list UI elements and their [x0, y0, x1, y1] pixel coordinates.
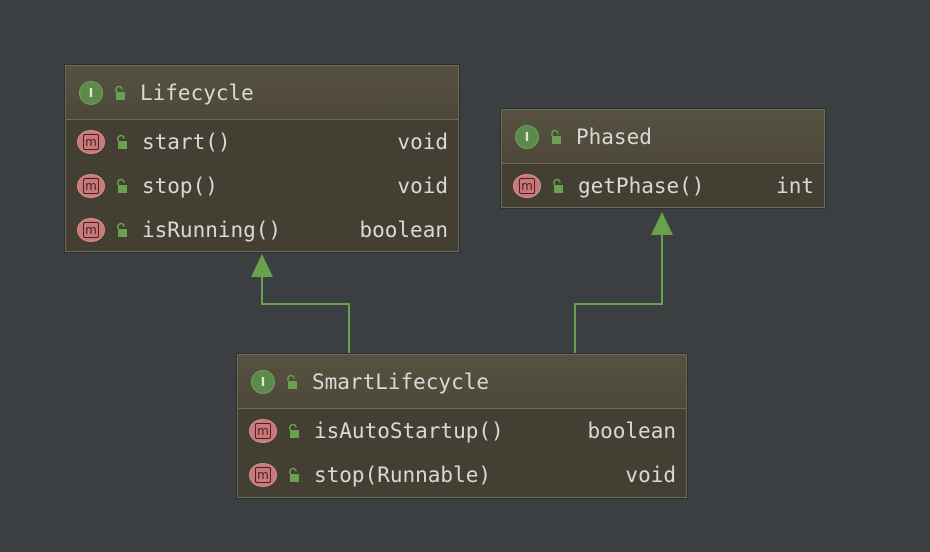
- method-list: m start() void m stop() void m: [66, 120, 458, 252]
- method-name: getPhase(): [578, 174, 705, 198]
- method-icon-letter: m: [519, 178, 535, 194]
- class-header[interactable]: I SmartLifecycle: [238, 355, 686, 409]
- method-name: stop(): [142, 174, 218, 198]
- method-icon: m: [513, 174, 541, 198]
- method-row[interactable]: m stop(Runnable) void: [238, 453, 686, 497]
- method-row[interactable]: m isAutoStartup() boolean: [238, 409, 686, 453]
- public-lock-icon: [289, 423, 299, 438]
- method-icon-letter: m: [83, 134, 99, 150]
- method-list: m isAutoStartup() boolean m stop(Runnabl…: [238, 409, 686, 497]
- method-row[interactable]: m start() void: [66, 120, 458, 164]
- class-node-lifecycle[interactable]: I Lifecycle m start() void m: [65, 65, 459, 252]
- arrowhead-phased: [651, 212, 673, 235]
- class-name: SmartLifecycle: [312, 369, 490, 394]
- method-icon: m: [249, 463, 277, 487]
- arrowhead-lifecycle: [251, 254, 273, 277]
- method-icon-letter: m: [255, 467, 271, 483]
- public-lock-icon: [287, 374, 297, 389]
- method-return-type: void: [625, 463, 676, 487]
- method-icon-letter: m: [83, 222, 99, 238]
- method-return-type: int: [776, 174, 814, 198]
- method-icon: m: [77, 174, 105, 198]
- class-node-smartlifecycle[interactable]: I SmartLifecycle m isAutoStartup() boole…: [237, 354, 687, 498]
- edge-smartlifecycle-to-phased: [574, 234, 663, 354]
- method-row[interactable]: m getPhase() int: [502, 164, 824, 208]
- class-name: Phased: [576, 124, 652, 149]
- method-name: isAutoStartup(): [314, 419, 504, 443]
- public-lock-icon: [553, 178, 563, 193]
- method-icon-letter: m: [83, 178, 99, 194]
- method-icon: m: [77, 218, 105, 242]
- method-name: start(): [142, 130, 231, 154]
- method-icon: m: [77, 130, 105, 154]
- edge-smartlifecycle-to-lifecycle: [261, 276, 350, 354]
- public-lock-icon: [117, 222, 127, 237]
- class-header[interactable]: I Phased: [502, 110, 824, 164]
- public-lock-icon: [117, 134, 127, 149]
- class-header[interactable]: I Lifecycle: [66, 66, 458, 120]
- public-lock-icon: [551, 129, 561, 144]
- method-icon: m: [249, 419, 277, 443]
- method-name: isRunning(): [142, 218, 282, 242]
- method-return-type: boolean: [587, 419, 676, 443]
- class-node-phased[interactable]: I Phased m getPhase() int: [501, 109, 825, 208]
- interface-icon: I: [251, 369, 275, 394]
- class-name: Lifecycle: [140, 80, 254, 105]
- method-return-type: void: [397, 130, 448, 154]
- method-list: m getPhase() int: [502, 164, 824, 208]
- interface-icon: I: [515, 124, 539, 149]
- public-lock-icon: [117, 178, 127, 193]
- method-name: stop(Runnable): [314, 463, 492, 487]
- public-lock-icon: [289, 467, 299, 482]
- method-icon-letter: m: [255, 423, 271, 439]
- public-lock-icon: [115, 85, 125, 100]
- interface-icon: I: [79, 80, 103, 105]
- method-return-type: boolean: [359, 218, 448, 242]
- method-row[interactable]: m stop() void: [66, 164, 458, 208]
- method-return-type: void: [397, 174, 448, 198]
- method-row[interactable]: m isRunning() boolean: [66, 208, 458, 252]
